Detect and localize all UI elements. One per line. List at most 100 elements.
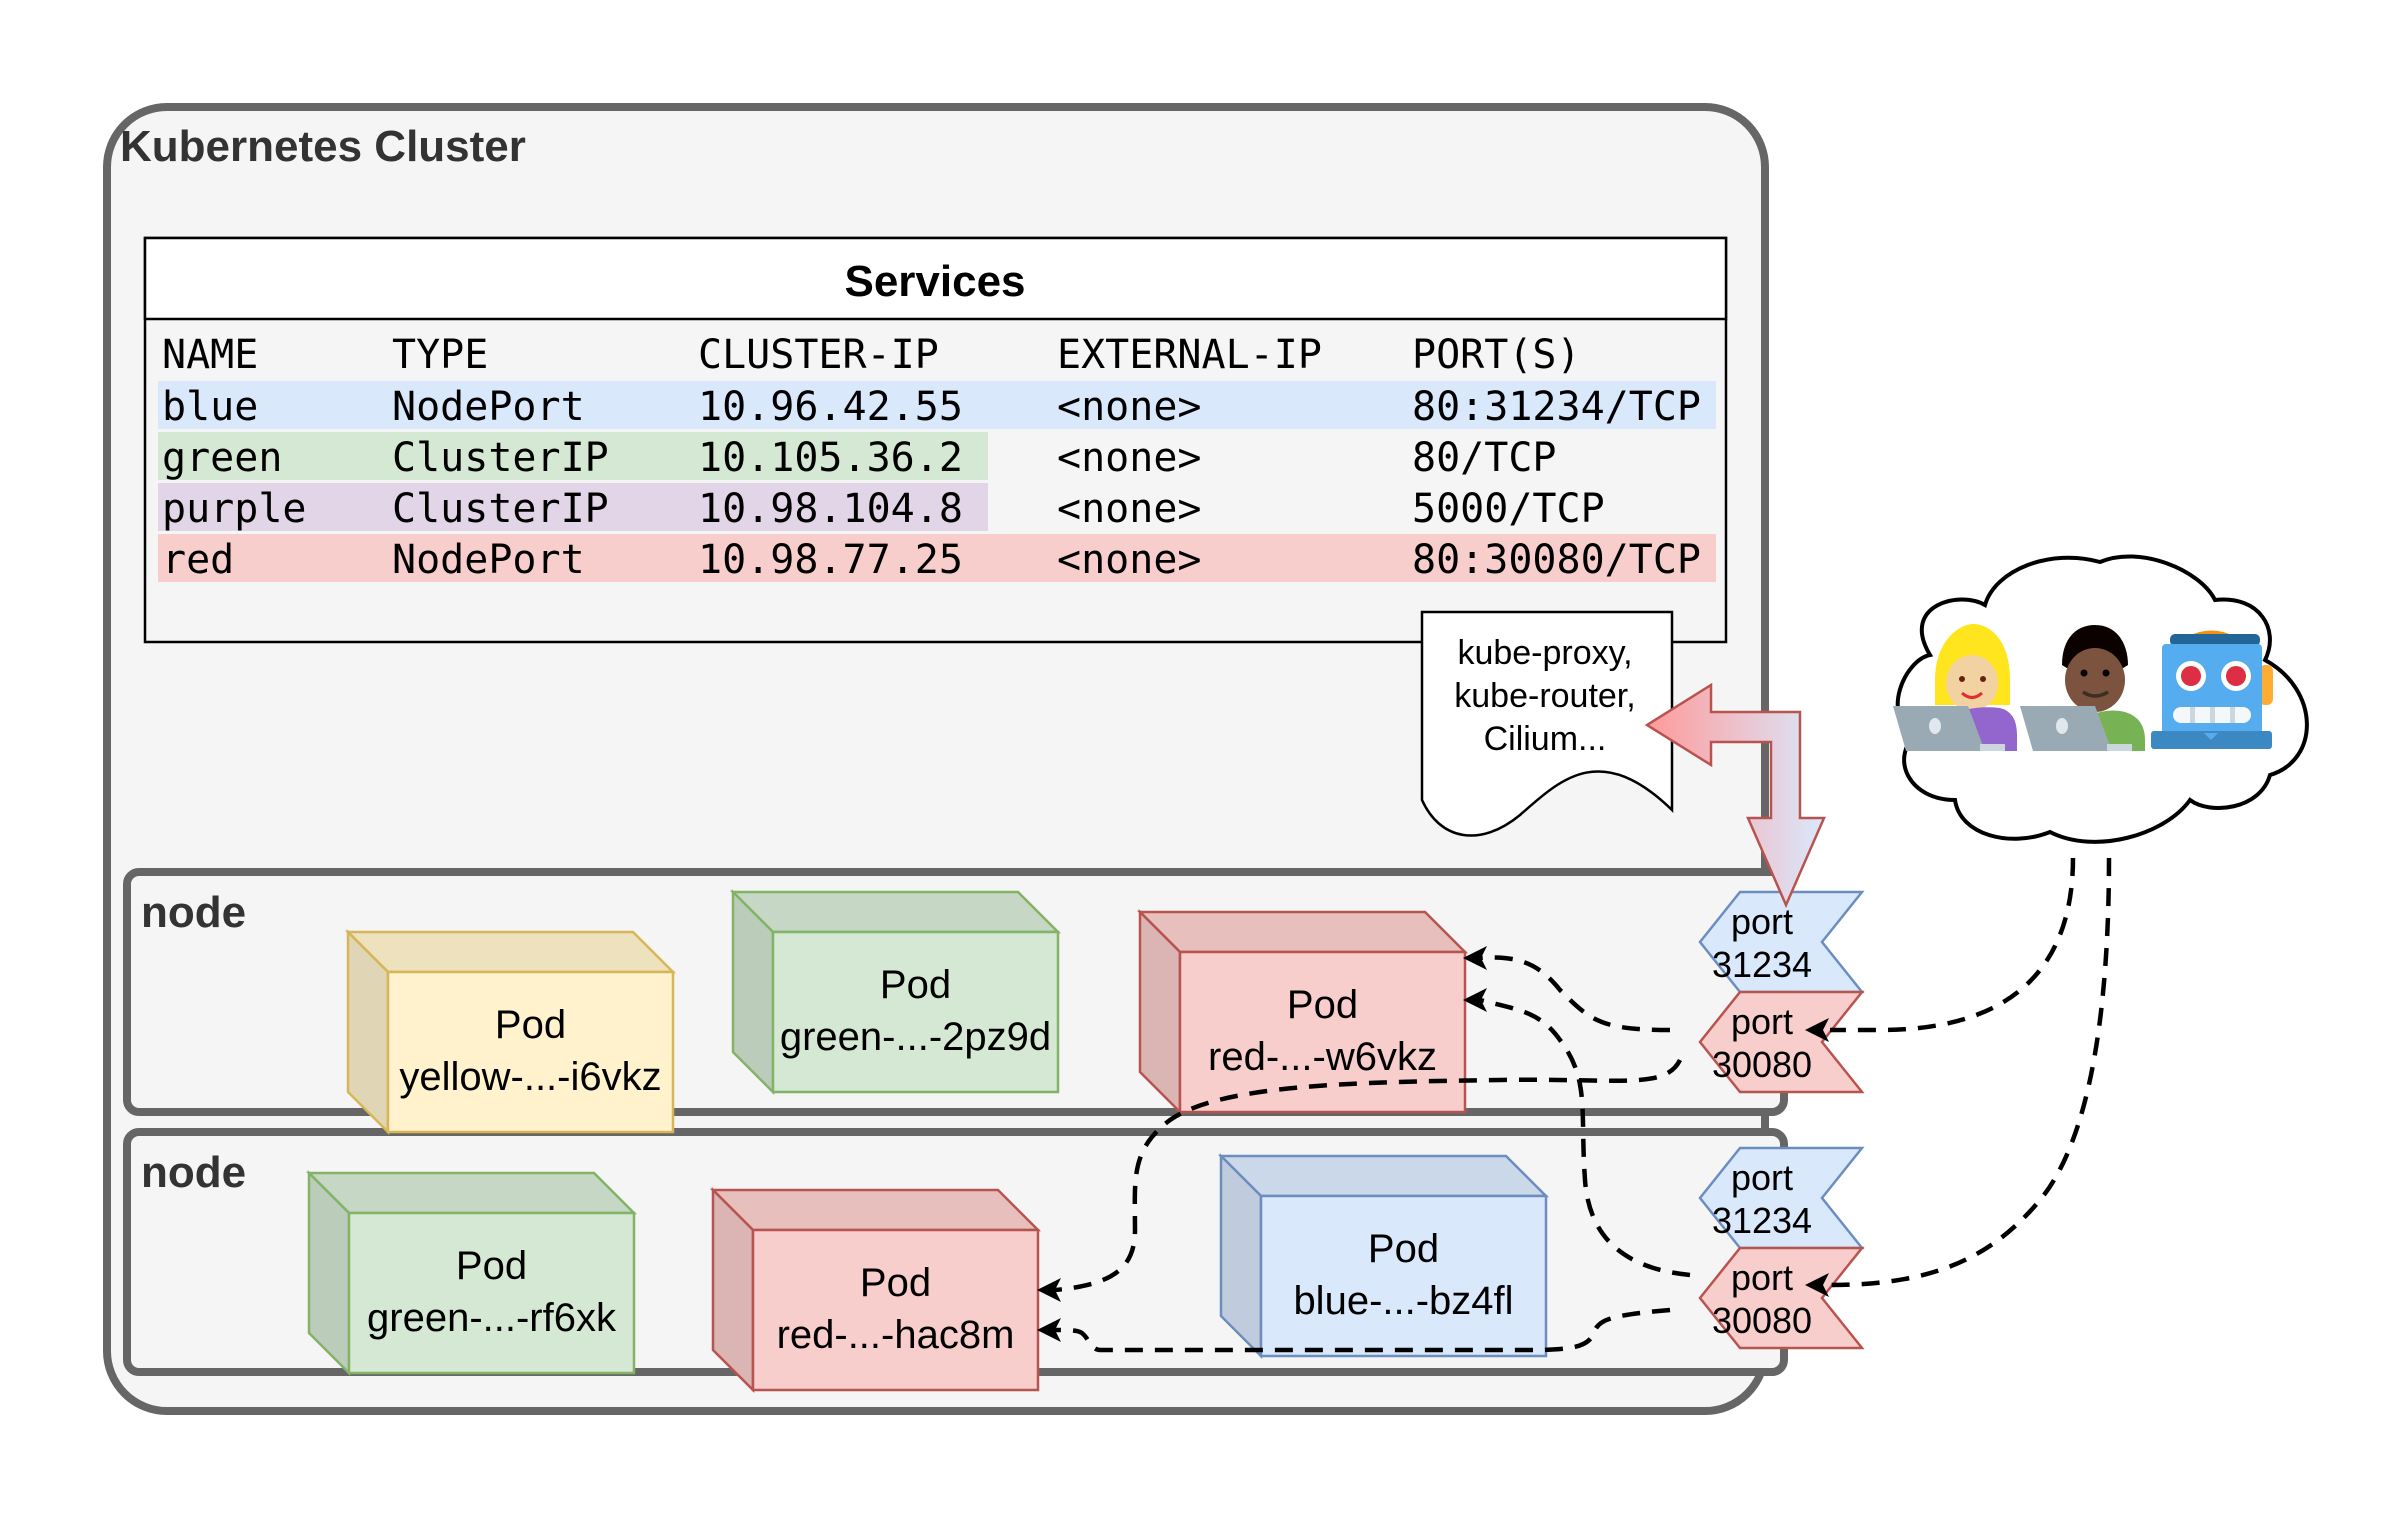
pod-blue[interactable]: Pod blue-...-bz4fl [1217,1152,1550,1360]
column-header-external-ip: EXTERNAL-IP [1057,332,1322,378]
service-ports: 80:31234/TCP [1412,384,1701,430]
service-ports: 80/TCP [1412,435,1557,481]
pod-front-face [771,930,1060,1094]
pod-name: yellow-...-i6vkz [399,1055,661,1099]
column-header-cluster-ip: CLUSTER-IP [698,332,939,378]
service-external-ip: <none> [1057,537,1202,583]
robot-icon [2151,630,2273,749]
services-header-row: NAME TYPE CLUSTER-IP EXTERNAL-IP PORT(S) [162,332,1581,378]
pod-top-face [729,890,1062,934]
arrowhead-icon [1037,1318,1061,1342]
port-shape [1698,990,1865,1094]
pod-red[interactable]: Pod red-...-w6vkz [1136,908,1469,1116]
service-cluster-ip: 10.105.36.2 [698,435,963,481]
pod-name: red-...-w6vkz [1208,1035,1437,1079]
arrowhead-icon [1805,1018,1829,1042]
pod-front-face [347,1211,636,1375]
services-table: Services NAME TYPE CLUSTER-IP EXTERNAL-I… [143,236,1728,644]
proxy-note-line-1: kube-proxy, [1457,634,1632,672]
man-technologist-icon [2020,625,2145,751]
service-name: red [162,537,234,583]
pod-red[interactable]: Pod red-...-hac8m [709,1186,1042,1394]
client-traffic [1805,857,2112,1297]
arrowhead-icon [1463,988,1487,1012]
pod-front-face [1259,1194,1548,1358]
proxy-note-line-2: kube-router, [1454,677,1635,715]
service-name: green [162,435,282,481]
arrowhead-icon [1037,1278,1061,1302]
node-title: node [141,888,246,937]
pod-top-face [344,930,677,974]
service-type: ClusterIP [392,486,609,532]
route-clients-to-node2-port30080 [1829,857,2112,1288]
node-title: node [141,1148,246,1197]
services-title-row [143,236,1728,321]
port-label: port [1731,1257,1793,1298]
pod-name: red-...-hac8m [777,1313,1015,1357]
pod-name: blue-...-bz4fl [1293,1279,1513,1323]
service-type: ClusterIP [392,435,609,481]
service-type: NodePort [392,384,585,430]
port-label: port [1731,1157,1793,1198]
port-number: 31234 [1712,1200,1812,1241]
pod-front-face [1178,950,1467,1114]
column-header-ports: PORT(S) [1412,332,1581,378]
route-node1-port30080-to-red-hac8m [1054,1058,1683,1293]
service-row-highlight [158,381,1716,429]
woman-technologist-icon [1893,624,2017,751]
pod-label: Pod [495,1003,566,1047]
pod-name: green-...-2pz9d [780,1015,1051,1059]
pod-label: Pod [1287,983,1358,1027]
service-ports: 80:30080/TCP [1412,537,1701,583]
proxy-to-port-arrow [1644,682,1826,909]
services-row-highlights [158,381,1716,582]
pod-label: Pod [456,1244,527,1288]
pod-top-face [305,1171,638,1215]
pod-yellow[interactable]: Pod yellow-...-i6vkz [344,928,677,1136]
column-header-type: TYPE [392,332,488,378]
pod-top-face [1217,1154,1550,1198]
service-external-ip: <none> [1057,384,1202,430]
service-type: NodePort [392,537,585,583]
pod-label: Pod [860,1261,931,1305]
document-shape [1420,610,1674,837]
pod-green[interactable]: Pod green-...-2pz9d [729,888,1062,1096]
service-ports: 5000/TCP [1412,486,1605,532]
proxy-note-line-3: Cilium... [1484,720,1607,758]
arrowhead-icon [1805,1273,1829,1297]
service-row-highlight [158,534,1716,582]
pod-label: Pod [880,963,951,1007]
service-row-blue[interactable]: blue NodePort 10.96.42.55 <none> 80:3123… [162,384,1701,430]
service-row-highlight [158,483,988,531]
port-label: port [1731,901,1793,942]
pod-front-face [751,1228,1040,1392]
arrowhead-icon [1463,946,1487,970]
pod-top-face [1136,910,1469,954]
services-title: Services [844,257,1025,306]
pod-top-face [709,1188,1042,1232]
service-row-green[interactable]: green ClusterIP 10.105.36.2 <none> 80/TC… [162,435,1557,481]
port-label: port [1731,1001,1793,1042]
port-number: 30080 [1712,1300,1812,1341]
cluster-title: Kubernetes Cluster [120,122,526,171]
service-row-red[interactable]: red NodePort 10.98.77.25 <none> 80:30080… [162,537,1701,583]
pods: Podyellow-...-i6vkzPodgreen-...-2pz9dPod… [305,888,1550,1394]
service-cluster-ip: 10.96.42.55 [698,384,963,430]
service-name: purple [162,486,307,532]
port-number: 30080 [1712,1044,1812,1085]
route-node2-port30080-to-red-w6vkz [1479,997,1691,1278]
port-number: 31234 [1712,944,1812,985]
traffic-paths [1037,946,1691,1353]
service-row-purple[interactable]: purple ClusterIP 10.98.104.8 <none> 5000… [162,486,1605,532]
port-shape [1698,1246,1865,1350]
service-name: blue [162,384,258,430]
proxy-note: kube-proxy, kube-router, Cilium... [1420,610,1674,837]
pod-label: Pod [1368,1227,1439,1271]
